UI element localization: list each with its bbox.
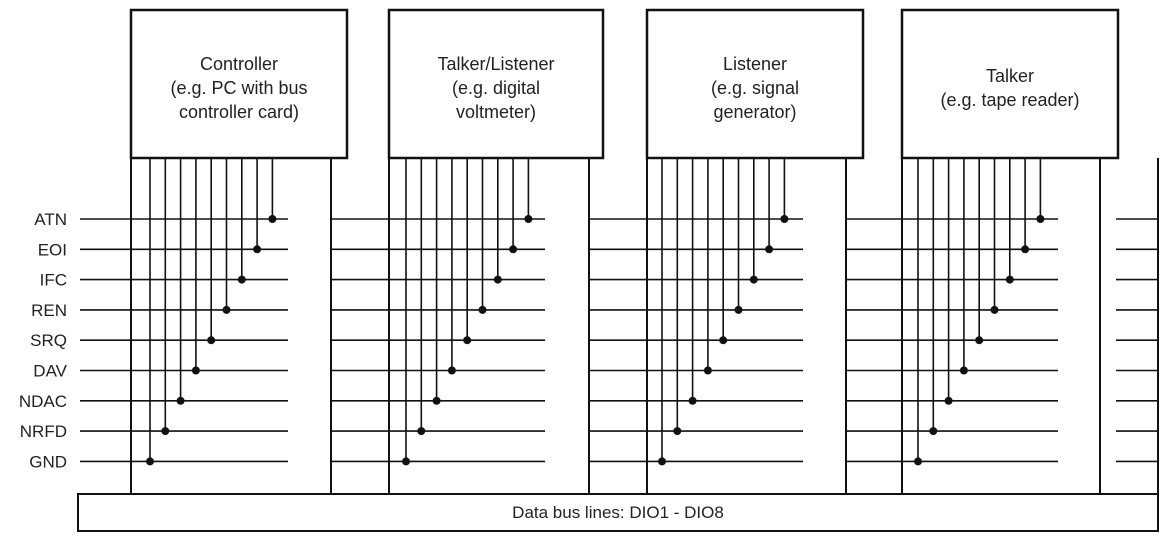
junction-dot xyxy=(432,396,441,405)
signal-label-gnd: GND xyxy=(29,452,67,471)
junction-dot xyxy=(161,427,170,436)
device-label-line: generator) xyxy=(713,102,796,122)
junction-dot xyxy=(688,396,697,405)
junction-dot xyxy=(1021,245,1030,254)
device-label-line: Controller xyxy=(200,54,278,74)
junction-dot xyxy=(524,215,533,223)
junction-dot xyxy=(1036,215,1045,223)
device-label-line: Talker xyxy=(986,66,1034,86)
junction-dot xyxy=(509,245,518,254)
junction-dot xyxy=(176,396,185,405)
junction-dot xyxy=(703,366,712,375)
junction-dot xyxy=(780,215,789,223)
junction-dot xyxy=(749,275,758,284)
device-4: Talker (e.g. tape reader) xyxy=(900,8,1120,466)
junction-dot xyxy=(146,457,154,466)
junction-dot xyxy=(929,427,938,436)
junction-dot xyxy=(914,457,922,466)
junction-dot xyxy=(478,305,487,314)
signal-labels: ATN EOI IFC REN SRQ DAV NDAC NRFD GND xyxy=(19,210,68,471)
device-box xyxy=(129,8,349,160)
junction-dot xyxy=(191,366,200,375)
junction-dot xyxy=(463,336,472,345)
device-label-line: (e.g. signal xyxy=(711,78,799,98)
junction-dot xyxy=(944,396,953,405)
junction-dot xyxy=(959,366,968,375)
junction-dot xyxy=(237,275,246,284)
signal-label-nrfd: NRFD xyxy=(20,422,67,441)
junction-dot xyxy=(417,427,426,436)
device-box xyxy=(387,8,605,160)
junction-dot xyxy=(1005,275,1014,284)
signal-label-dav: DAV xyxy=(33,362,67,381)
bus-wiring xyxy=(80,158,1159,494)
signal-label-eoi: EOI xyxy=(38,240,67,259)
device-2: Talker/Listener (e.g. digital voltmeter) xyxy=(387,8,605,466)
device-1: Controller (e.g. PC with bus controller ca… xyxy=(129,8,349,466)
device-label-line: (e.g. digital xyxy=(452,78,540,98)
device-box xyxy=(645,8,865,160)
data-bus-box xyxy=(77,493,1159,532)
junction-dot xyxy=(222,305,231,314)
device-label-line: (e.g. PC with bus xyxy=(170,78,307,98)
junction-dot xyxy=(447,366,456,375)
junction-dot xyxy=(990,305,999,314)
junction-dot xyxy=(734,305,743,314)
device-boxes: Controller (e.g. PC with bus controller ca… xyxy=(129,8,1120,466)
junction-dot xyxy=(402,457,410,466)
signal-label-srq: SRQ xyxy=(30,331,67,350)
data-bus: Data bus lines: DIO1 - DIO8 xyxy=(77,493,1159,532)
signal-label-atn: ATN xyxy=(34,210,67,229)
junction-dot xyxy=(673,427,682,436)
signal-label-ifc: IFC xyxy=(40,271,67,290)
junction-dot xyxy=(253,245,262,254)
device-label-line: Talker/Listener xyxy=(437,54,554,74)
junction-dot xyxy=(765,245,774,254)
device-label-line: (e.g. tape reader) xyxy=(940,90,1079,110)
junction-dot xyxy=(268,215,277,223)
device-label-line: controller card) xyxy=(179,102,299,122)
junction-dot xyxy=(207,336,216,345)
junction-dot xyxy=(658,457,666,466)
signal-label-ren: REN xyxy=(31,301,67,320)
junction-dot xyxy=(493,275,502,284)
device-label-line: Listener xyxy=(723,54,787,74)
device-box xyxy=(900,8,1120,160)
data-bus-label: Data bus lines: DIO1 - DIO8 xyxy=(512,503,724,522)
junction-dot xyxy=(719,336,728,345)
device-3: Listener (e.g. signal generator) xyxy=(645,8,865,466)
device-label-line: voltmeter) xyxy=(456,102,536,122)
signal-label-ndac: NDAC xyxy=(19,392,67,411)
junction-dot xyxy=(975,336,984,345)
